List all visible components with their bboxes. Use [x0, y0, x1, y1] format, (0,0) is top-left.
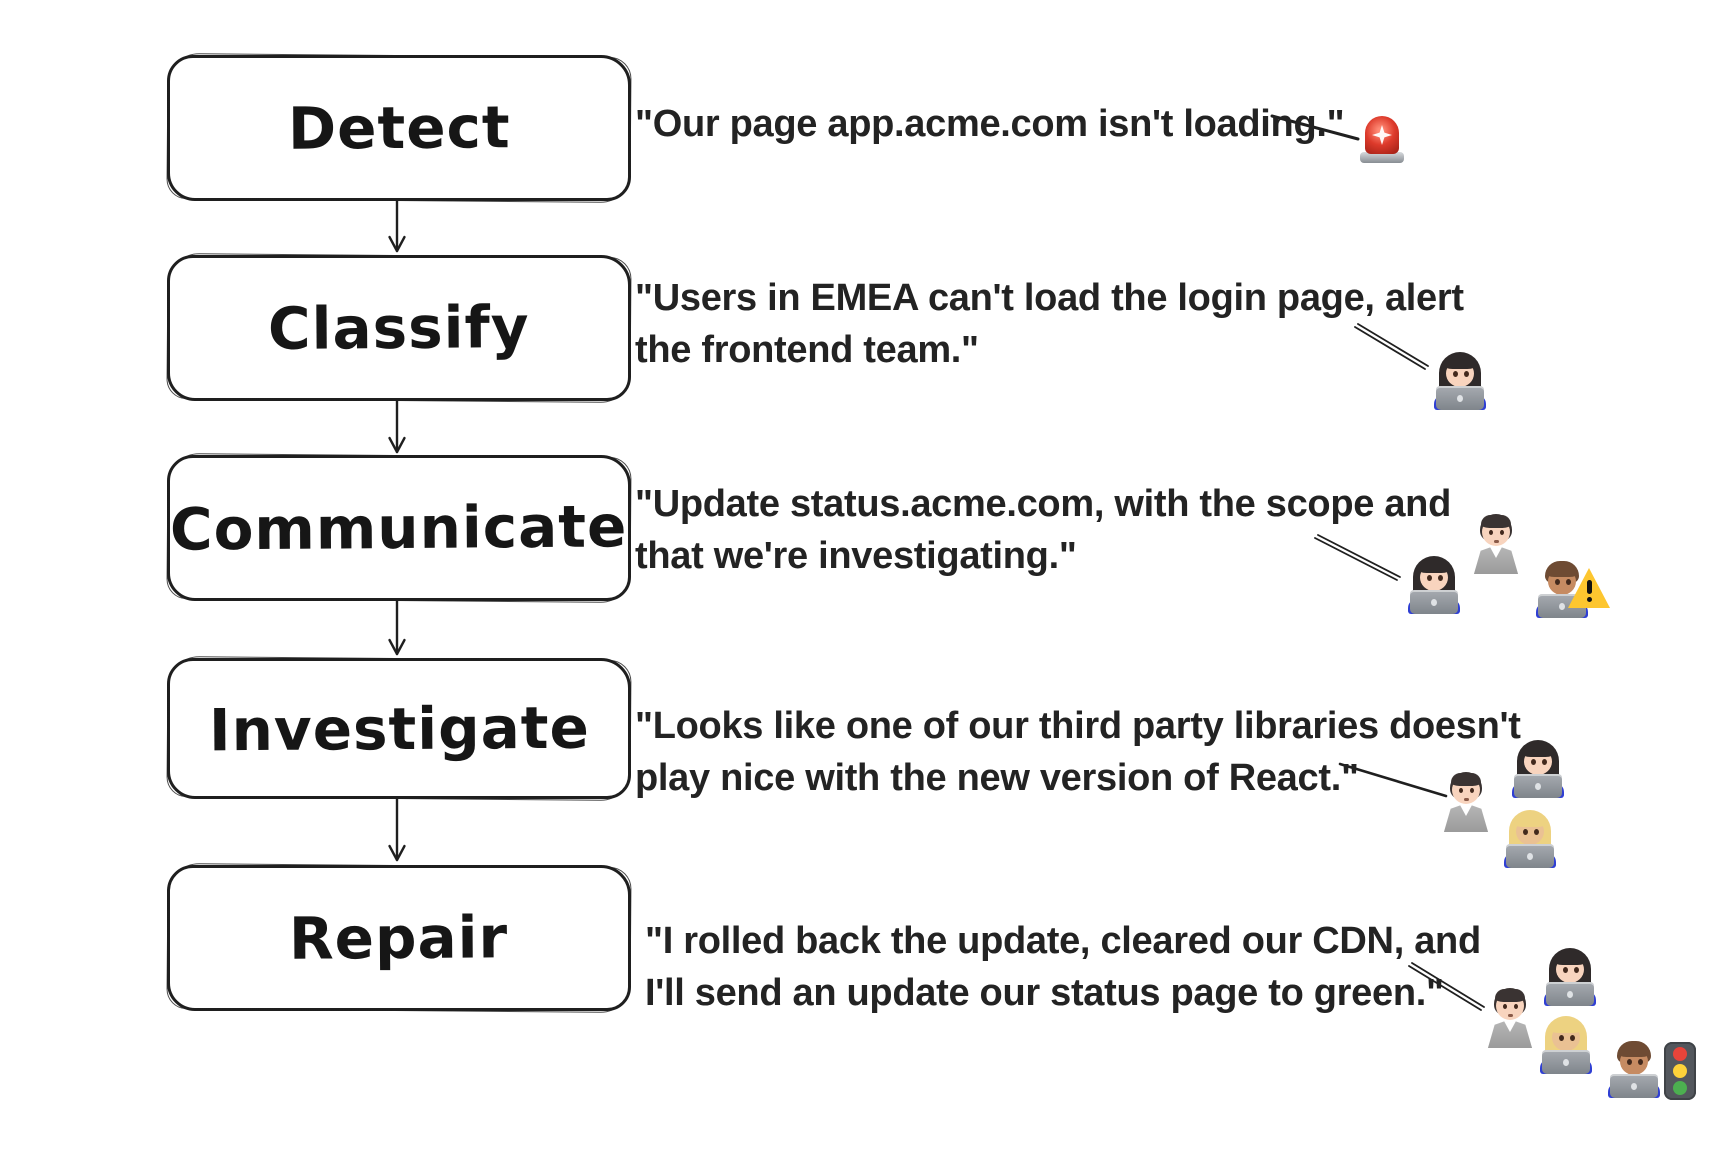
laptop: [1514, 774, 1562, 798]
flow-arrow-investigate-repair: [388, 793, 406, 862]
eye: [1503, 1004, 1507, 1009]
stage-box-classify: Classify: [167, 255, 631, 401]
stage-box-communicate: Communicate: [167, 455, 631, 601]
office-worker-emoji: [1486, 986, 1534, 1048]
laptop: [1546, 982, 1594, 1006]
office-worker-emoji: [1442, 770, 1490, 832]
blonde-woman-technologist-emoji: [1504, 810, 1556, 868]
eye: [1489, 530, 1493, 535]
eye: [1555, 579, 1560, 585]
eye: [1427, 575, 1432, 581]
stage-box-repair: Repair: [167, 865, 631, 1011]
woman-technologist-emoji: [1434, 352, 1486, 410]
hair-fringe: [1554, 952, 1586, 965]
quote-line: "Our page app.acme.com isn't loading.": [635, 103, 1345, 145]
quote-classify: "Users in EMEA can't load the login page…: [635, 272, 1464, 376]
eye: [1627, 1059, 1632, 1065]
flow-arrow-classify-communicate: [388, 395, 406, 454]
stage-label-classify: Classify: [267, 293, 531, 363]
eye: [1534, 829, 1539, 835]
eye: [1566, 579, 1571, 585]
woman-technologist-emoji: [1544, 948, 1596, 1006]
eye: [1470, 788, 1474, 793]
quote-line: "Update status.acme.com, with the scope …: [635, 483, 1451, 525]
woman-technologist-emoji: [1512, 740, 1564, 798]
quote-line: play nice with the new version of React.…: [635, 757, 1359, 799]
hair-fringe: [1481, 515, 1511, 528]
traffic-light-emoji: [1664, 1042, 1696, 1100]
traffic-light-green: [1673, 1081, 1687, 1095]
office-worker-emoji: [1472, 512, 1520, 574]
stage-box-investigate: Investigate: [167, 658, 631, 799]
eye: [1500, 530, 1504, 535]
eye: [1453, 371, 1458, 377]
quote-line: "Looks like one of our third party libra…: [635, 705, 1521, 747]
eye: [1514, 1004, 1518, 1009]
eye: [1542, 759, 1547, 765]
stage-label-investigate: Investigate: [208, 693, 590, 764]
police-car-light-emoji: [1360, 116, 1404, 164]
eye: [1638, 1059, 1643, 1065]
eye: [1563, 967, 1568, 973]
eye: [1438, 575, 1443, 581]
mouth: [1494, 540, 1499, 543]
traffic-light-amber: [1673, 1064, 1687, 1078]
laptop: [1506, 844, 1554, 868]
laptop: [1610, 1074, 1658, 1098]
eye: [1559, 1035, 1564, 1041]
stage-label-repair: Repair: [289, 903, 509, 973]
hair-fringe: [1495, 989, 1525, 1002]
hair-fringe: [1522, 744, 1554, 757]
collar: [1490, 547, 1502, 558]
quote-repair: "I rolled back the update, cleared our C…: [645, 915, 1481, 1019]
hair-fringe: [1514, 814, 1546, 827]
mouth: [1464, 798, 1469, 801]
eye: [1570, 1035, 1575, 1041]
quote-detect: "Our page app.acme.com isn't loading.": [635, 98, 1345, 150]
eye: [1459, 788, 1463, 793]
laptop: [1542, 1050, 1590, 1074]
quote-line: the frontend team.": [635, 329, 979, 371]
quote-line: "I rolled back the update, cleared our C…: [645, 920, 1481, 962]
collar: [1504, 1021, 1516, 1032]
quote-communicate: "Update status.acme.com, with the scope …: [635, 478, 1451, 582]
hair-fringe: [1451, 773, 1481, 786]
quote-line: I'll send an update our status page to g…: [645, 972, 1444, 1014]
hair-fringe: [1550, 1020, 1582, 1033]
stage-label-communicate: Communicate: [170, 492, 628, 564]
blonde-woman-technologist-emoji: [1540, 1016, 1592, 1074]
quote-line: that we're investigating.": [635, 535, 1077, 577]
mouth: [1508, 1014, 1513, 1017]
collar: [1460, 805, 1472, 816]
eye: [1464, 371, 1469, 377]
laptop: [1436, 386, 1484, 410]
woman-technologist-emoji: [1408, 556, 1460, 614]
hair-fringe: [1418, 560, 1450, 573]
eye: [1574, 967, 1579, 973]
quote-line: "Users in EMEA can't load the login page…: [635, 277, 1464, 319]
hair-fringe: [1546, 564, 1578, 577]
exclamation-dot: [1587, 597, 1592, 602]
flow-arrow-communicate-investigate: [388, 595, 406, 656]
traffic-light-red: [1673, 1047, 1687, 1061]
eye: [1523, 829, 1528, 835]
exclamation-bar: [1587, 580, 1592, 594]
laptop: [1410, 590, 1458, 614]
siren-base: [1360, 152, 1404, 163]
eye: [1531, 759, 1536, 765]
hair-fringe: [1444, 356, 1476, 369]
hair-fringe: [1618, 1044, 1650, 1057]
warning-icon: [1568, 568, 1610, 608]
man-technologist-emoji: [1608, 1040, 1660, 1098]
stage-box-detect: Detect: [167, 55, 631, 201]
quote-investigate: "Looks like one of our third party libra…: [635, 700, 1521, 804]
flow-arrow-detect-classify: [388, 195, 406, 253]
stage-label-detect: Detect: [287, 93, 511, 163]
